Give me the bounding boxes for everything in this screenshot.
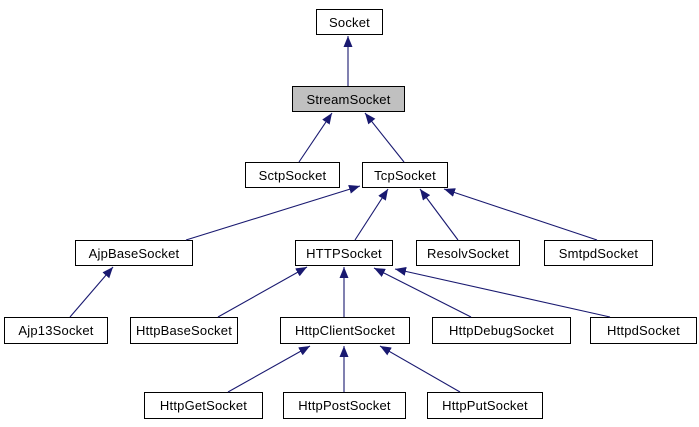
edge-ResolvSocket-to-TcpSocket <box>419 188 459 241</box>
edge-AjpBaseSocket-to-TcpSocket <box>185 184 361 241</box>
class-label: HttpPutSocket <box>442 398 528 413</box>
class-node-tcpsocket[interactable]: TcpSocket <box>362 162 448 188</box>
edge-HttpPutSocket-to-HttpClientSocket <box>379 345 461 393</box>
edge-HTTPSocket-to-TcpSocket <box>354 188 389 241</box>
class-node-streamsocket: StreamSocket <box>292 86 405 112</box>
class-node-httpputsocket[interactable]: HttpPutSocket <box>427 392 543 419</box>
class-label: HttpClientSocket <box>294 323 396 338</box>
edge-HttpdSocket-to-HTTPSocket <box>394 267 611 318</box>
class-node-smtpdsocket[interactable]: SmtpdSocket <box>544 240 653 266</box>
class-node-socket[interactable]: Socket <box>316 9 383 35</box>
class-node-httpsocket[interactable]: HTTPSocket <box>295 240 393 266</box>
class-label: TcpSocket <box>374 167 436 183</box>
class-node-httpdebugsocket[interactable]: HttpDebugSocket <box>432 317 571 344</box>
class-label: Ajp13Socket <box>18 323 94 338</box>
class-node-httpgetsocket[interactable]: HttpGetSocket <box>144 392 263 419</box>
class-node-httpclientsocket[interactable]: HttpClientSocket <box>280 317 410 344</box>
class-node-ajp13socket[interactable]: Ajp13Socket <box>4 317 108 344</box>
edge-Ajp13Socket-to-AjpBaseSocket <box>69 266 114 318</box>
class-label: HttpBaseSocket <box>135 323 232 338</box>
edge-HttpDebugSocket-to-HTTPSocket <box>373 267 472 318</box>
edge-TcpSocket-to-StreamSocket <box>364 112 405 163</box>
class-label: Socket <box>329 14 370 30</box>
class-node-sctpsocket[interactable]: SctpSocket <box>245 162 340 188</box>
class-node-httpdsocket[interactable]: HttpdSocket <box>590 317 697 344</box>
edge-HttpGetSocket-to-HttpClientSocket <box>227 345 311 393</box>
class-node-ajpbasesocket[interactable]: AjpBaseSocket <box>75 240 193 266</box>
class-label: HttpdSocket <box>606 323 680 338</box>
class-label: HttpPostSocket <box>298 398 391 413</box>
class-label: HTTPSocket <box>306 245 382 261</box>
class-node-httppostsocket[interactable]: HttpPostSocket <box>283 392 406 419</box>
class-label: ResolvSocket <box>427 245 509 261</box>
class-node-resolvsocket[interactable]: ResolvSocket <box>416 240 520 266</box>
class-label: StreamSocket <box>306 91 391 107</box>
class-label: SctpSocket <box>258 167 327 183</box>
edge-SmtpdSocket-to-TcpSocket <box>443 188 598 241</box>
class-label: SmtpdSocket <box>558 245 639 261</box>
edge-SctpSocket-to-StreamSocket <box>298 112 333 163</box>
class-label: HttpDebugSocket <box>449 323 554 338</box>
class-label: AjpBaseSocket <box>88 245 180 261</box>
class-label: HttpGetSocket <box>159 398 248 413</box>
edge-HttpBaseSocket-to-HTTPSocket <box>217 266 308 318</box>
class-node-httpbasesocket[interactable]: HttpBaseSocket <box>130 317 238 344</box>
